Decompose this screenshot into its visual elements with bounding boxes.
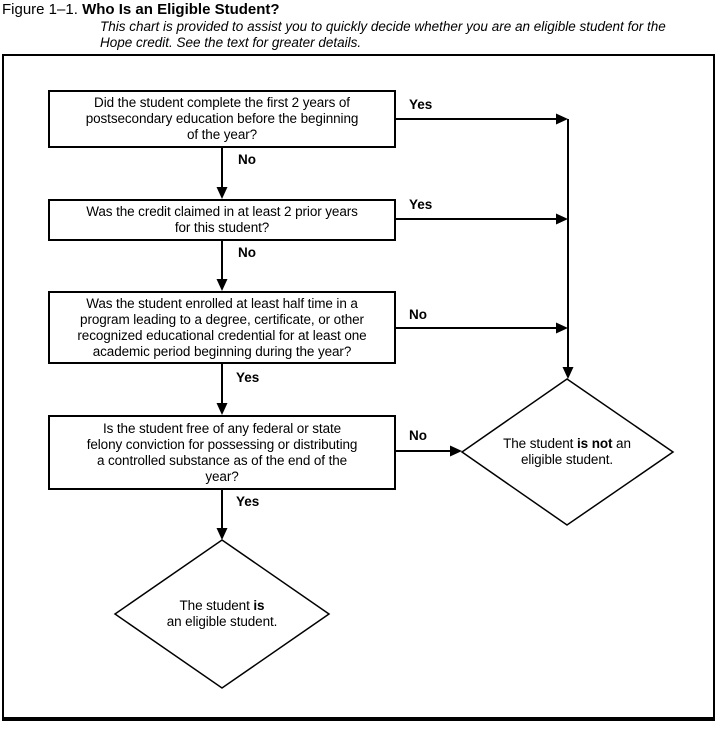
- question-box-3: Was the student enrolled at least half t…: [48, 291, 396, 364]
- figure-number-label: Figure 1–1.: [2, 1, 78, 18]
- outcome-diamond-not-eligible: [460, 378, 675, 526]
- outcome-diamond-eligible: [113, 539, 331, 689]
- arrowhead-down-icon: [216, 187, 228, 199]
- arrowhead-down-icon: [216, 403, 228, 415]
- branch-label-no-q1: No: [238, 152, 256, 167]
- arrowhead-right-icon: [556, 322, 568, 334]
- connector-lines: [221, 118, 569, 529]
- figure-subtitle: This chart is provided to assist you to …: [100, 19, 666, 50]
- outcome-diamonds: [113, 378, 675, 689]
- question-box-1: Did the student complete the first 2 yea…: [48, 90, 396, 148]
- question-box-4: Is the student free of any federal or st…: [48, 415, 396, 490]
- branch-label-yes-q4: Yes: [236, 494, 260, 509]
- arrowheads: [216, 113, 574, 540]
- figure-heading: Figure 1–1. Who Is an Eligible Student?: [2, 1, 280, 19]
- arrowhead-right-icon: [556, 213, 568, 225]
- arrowhead-right-icon: [556, 113, 568, 125]
- figure-title: Who Is an Eligible Student?: [82, 1, 280, 18]
- question-box-2: Was the credit claimed in at least 2 pri…: [48, 199, 396, 241]
- branch-label-no-q3: No: [409, 307, 427, 322]
- branch-label-yes-q3: Yes: [236, 370, 260, 385]
- branch-label-yes-q1: Yes: [409, 97, 433, 112]
- arrowhead-right-icon: [450, 445, 462, 457]
- arrowhead-down-icon: [216, 279, 228, 291]
- arrowhead-down-icon: [562, 367, 574, 379]
- flowchart-border: [2, 54, 715, 721]
- branch-label-no-q4: No: [409, 428, 427, 443]
- arrowhead-down-icon: [216, 528, 228, 540]
- branch-label-no-q2: No: [238, 245, 256, 260]
- branch-label-yes-q2: Yes: [409, 197, 433, 212]
